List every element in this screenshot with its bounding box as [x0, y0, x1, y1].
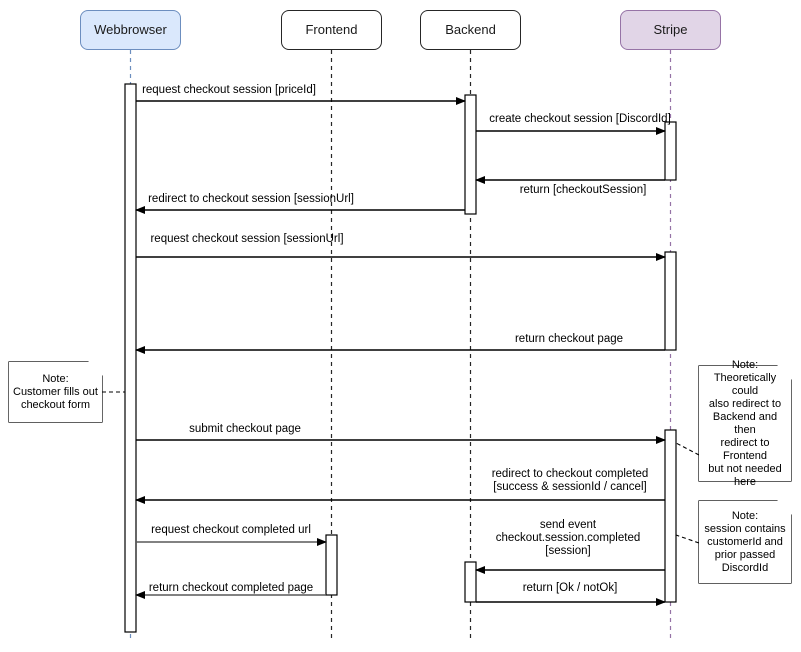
activation-bar-webbrowser: [124, 83, 137, 633]
activation-bar-backend: [464, 561, 477, 603]
activation-bar-stripe: [664, 251, 677, 351]
participant-label: Backend: [445, 21, 496, 37]
note-connector-note-session: [675, 534, 700, 544]
note-text: Note: Theoretically could also redirect …: [708, 358, 782, 488]
activation-bar-stripe: [664, 121, 677, 181]
participant-label: Frontend: [305, 21, 358, 37]
message-label-m8: redirect to checkout completed [success …: [491, 468, 649, 493]
activation-bar-stripe: [664, 429, 677, 603]
activations-layer: [124, 83, 677, 633]
messages-layer: [135, 97, 666, 606]
message-label-m9: request checkout completed url: [151, 524, 311, 536]
participant-backend[interactable]: Backend: [420, 10, 521, 50]
message-label-m4: redirect to checkout session [sessionUrl…: [148, 193, 354, 205]
participant-frontend[interactable]: Frontend: [281, 10, 382, 50]
note-customer: Note: Customer fills out checkout form: [9, 362, 102, 422]
note-text: Note: Customer fills out checkout form: [13, 372, 98, 411]
message-label-m5: request checkout session [sessionUrl]: [150, 233, 344, 245]
message-label-m6: return checkout page: [514, 333, 624, 345]
activation-bar-backend: [464, 94, 477, 215]
activation-bar-frontend: [325, 534, 338, 596]
note-text: Note: session contains customerId and pr…: [704, 509, 786, 574]
participant-webbrowser[interactable]: Webbrowser: [80, 10, 181, 50]
participant-label: Webbrowser: [94, 21, 167, 37]
message-label-m3: return [checkoutSession]: [519, 184, 647, 196]
message-label-m1: request checkout session [priceId]: [142, 84, 316, 96]
note-theoretically: Note: Theoretically could also redirect …: [699, 359, 791, 488]
participant-stripe[interactable]: Stripe: [620, 10, 721, 50]
note-session: Note: session contains customerId and pr…: [699, 501, 791, 583]
message-label-m11: return checkout completed page: [148, 582, 314, 594]
message-label-m7: submit checkout page: [189, 423, 301, 435]
message-label-m10: send event checkout.session.completed [s…: [495, 519, 641, 557]
participant-label: Stripe: [653, 21, 688, 37]
message-label-m2: create checkout session [DiscordId]: [489, 113, 671, 125]
message-label-m12: return [Ok / notOk]: [522, 582, 618, 594]
note-connector-note-theoretically: [675, 442, 700, 456]
